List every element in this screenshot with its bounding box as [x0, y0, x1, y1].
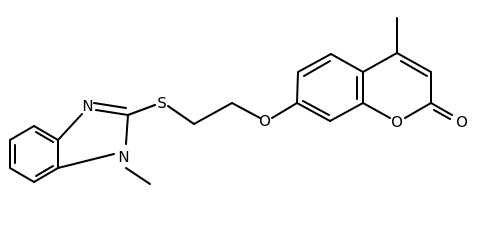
bond: [303, 60, 331, 77]
molecule-structure: N N S O O O: [9, 17, 468, 185]
bond: [231, 102, 261, 119]
atom-label-o-ring: O: [391, 113, 403, 131]
atom-label-o-ether: O: [259, 112, 271, 130]
atom-label-n1: N: [118, 148, 129, 166]
atom-label-s: S: [157, 94, 167, 112]
bond: [433, 109, 451, 120]
bond: [95, 109, 129, 116]
bond: [35, 131, 54, 143]
atom-label-o-carbonyl: O: [456, 113, 468, 131]
bond: [271, 102, 298, 119]
bond: [193, 102, 233, 125]
bond: [362, 52, 398, 73]
bond: [33, 125, 59, 141]
bond: [396, 52, 432, 73]
bond: [297, 53, 332, 73]
bond: [167, 105, 195, 125]
bond: [362, 102, 391, 119]
bond: [404, 102, 432, 119]
bond: [127, 104, 156, 116]
bond-layer: [9, 17, 453, 185]
bond: [35, 165, 54, 177]
bond: [125, 114, 129, 145]
atom-label-layer: N N S O O O: [82, 94, 468, 166]
bond: [125, 167, 151, 185]
structure-diagram: N N S O O O: [9, 17, 468, 185]
bond: [93, 102, 127, 109]
bond: [57, 153, 115, 169]
bond: [33, 167, 59, 183]
bond: [296, 71, 299, 104]
atom-label-n3: N: [82, 97, 93, 115]
bond: [57, 113, 83, 141]
bond: [330, 53, 364, 73]
bond: [9, 167, 35, 183]
bond: [302, 100, 330, 116]
bond: [296, 102, 331, 122]
bond: [329, 102, 364, 122]
bond: [9, 125, 35, 141]
bond: [430, 102, 453, 116]
bond: [400, 60, 428, 77]
